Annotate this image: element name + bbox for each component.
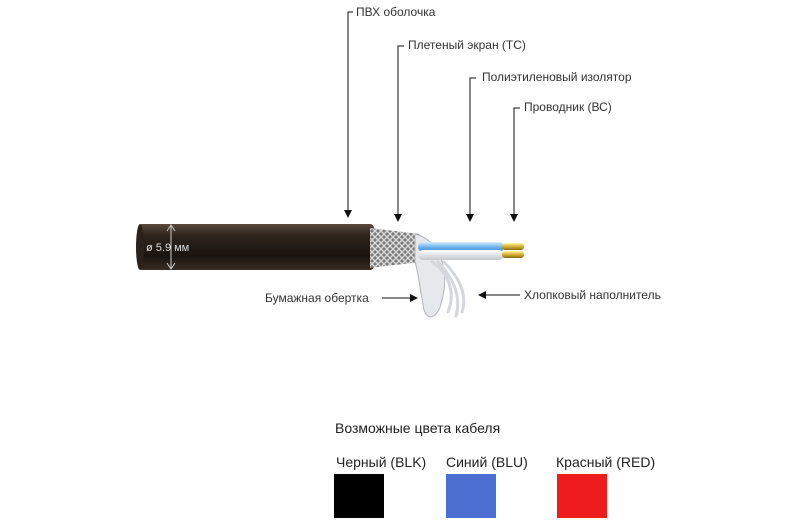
color-swatch-blue bbox=[446, 474, 496, 518]
label-paper-wrap: Бумажная обертка bbox=[265, 291, 369, 305]
diameter-marker: ø 5.9 мм bbox=[146, 224, 189, 270]
color-swatch-red bbox=[557, 474, 607, 518]
cotton-filler bbox=[430, 260, 466, 318]
legend-label-blue: Синий (BLU) bbox=[446, 454, 528, 470]
pvc-jacket bbox=[136, 224, 374, 270]
label-conductor: Проводник (ВС) bbox=[524, 100, 612, 114]
color-swatch-black bbox=[334, 474, 384, 518]
conductor bbox=[502, 243, 524, 258]
legend-title: Возможные цвета кабеля bbox=[335, 420, 501, 436]
leader-lines bbox=[344, 11, 520, 302]
label-braided-shield: Плетеный экран (ТС) bbox=[408, 38, 526, 52]
pe-insulator bbox=[418, 242, 504, 260]
diameter-label: ø 5.9 мм bbox=[146, 242, 189, 254]
braided-shield bbox=[370, 228, 420, 268]
legend-label-red: Красный (RED) bbox=[556, 454, 656, 470]
label-pvc-jacket: ПВХ оболочка bbox=[356, 5, 436, 19]
legend-label-black: Черный (BLK) bbox=[336, 454, 427, 470]
label-cotton-filler: Хлопковый наполнитель bbox=[524, 288, 661, 302]
label-pe-insulator: Полиэтиленовый изолятор bbox=[482, 70, 632, 84]
